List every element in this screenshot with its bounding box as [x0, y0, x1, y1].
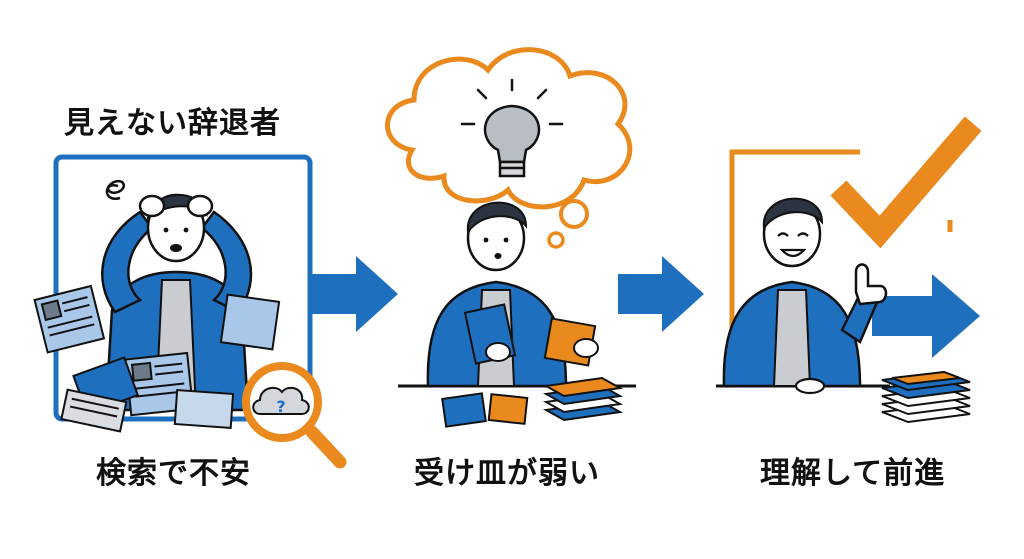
person1-hand-right	[186, 194, 214, 218]
person3-smile	[779, 248, 807, 258]
thought-bubble-large	[559, 199, 589, 229]
lightbulb-icon	[460, 78, 564, 178]
step-caption-3: 理解して前進	[760, 456, 946, 491]
person2-eye-right	[503, 237, 509, 243]
card-stack-3	[881, 370, 971, 424]
person1-eye-right	[183, 227, 189, 233]
search-magnifier-icon	[242, 362, 347, 469]
panel3-frame	[729, 149, 860, 384]
arrow-1	[312, 256, 398, 332]
person1-mouth	[170, 244, 182, 252]
person3-hair	[762, 197, 824, 231]
flying-papers	[33, 284, 281, 433]
card-stack-2	[542, 376, 624, 422]
person3-shirt	[772, 289, 812, 387]
person3-eye-right	[797, 232, 809, 237]
person1-arm-left	[101, 210, 154, 314]
stress-scribble-icon	[105, 179, 126, 200]
desk-cards	[441, 392, 529, 428]
held-cards	[463, 303, 599, 367]
panel-anxious	[33, 154, 347, 469]
step-caption-2: 受け皿が弱い	[414, 456, 600, 491]
person2-eye-left	[483, 237, 489, 243]
page-title: 見えない辞退者	[64, 106, 281, 141]
person1-arm-right	[200, 210, 253, 314]
question-cloud-icon	[252, 386, 310, 415]
question-mark: ?	[276, 397, 285, 416]
person3-hand	[794, 377, 826, 395]
forward-arrow-icon	[872, 274, 980, 358]
person1-hand-left	[138, 194, 166, 218]
person2-mouth	[494, 253, 502, 259]
person1-eye-left	[163, 227, 169, 233]
panel-thinking	[385, 47, 636, 428]
checkmark-icon	[830, 116, 982, 249]
person3-eye-left	[777, 232, 789, 237]
thought-bubble-small	[547, 231, 565, 249]
thumbs-up-icon	[854, 263, 888, 306]
person2-hair	[466, 201, 528, 235]
panel-confident	[716, 116, 982, 424]
step-caption-1: 検索で不安	[96, 456, 251, 491]
arrow-2	[618, 256, 704, 332]
